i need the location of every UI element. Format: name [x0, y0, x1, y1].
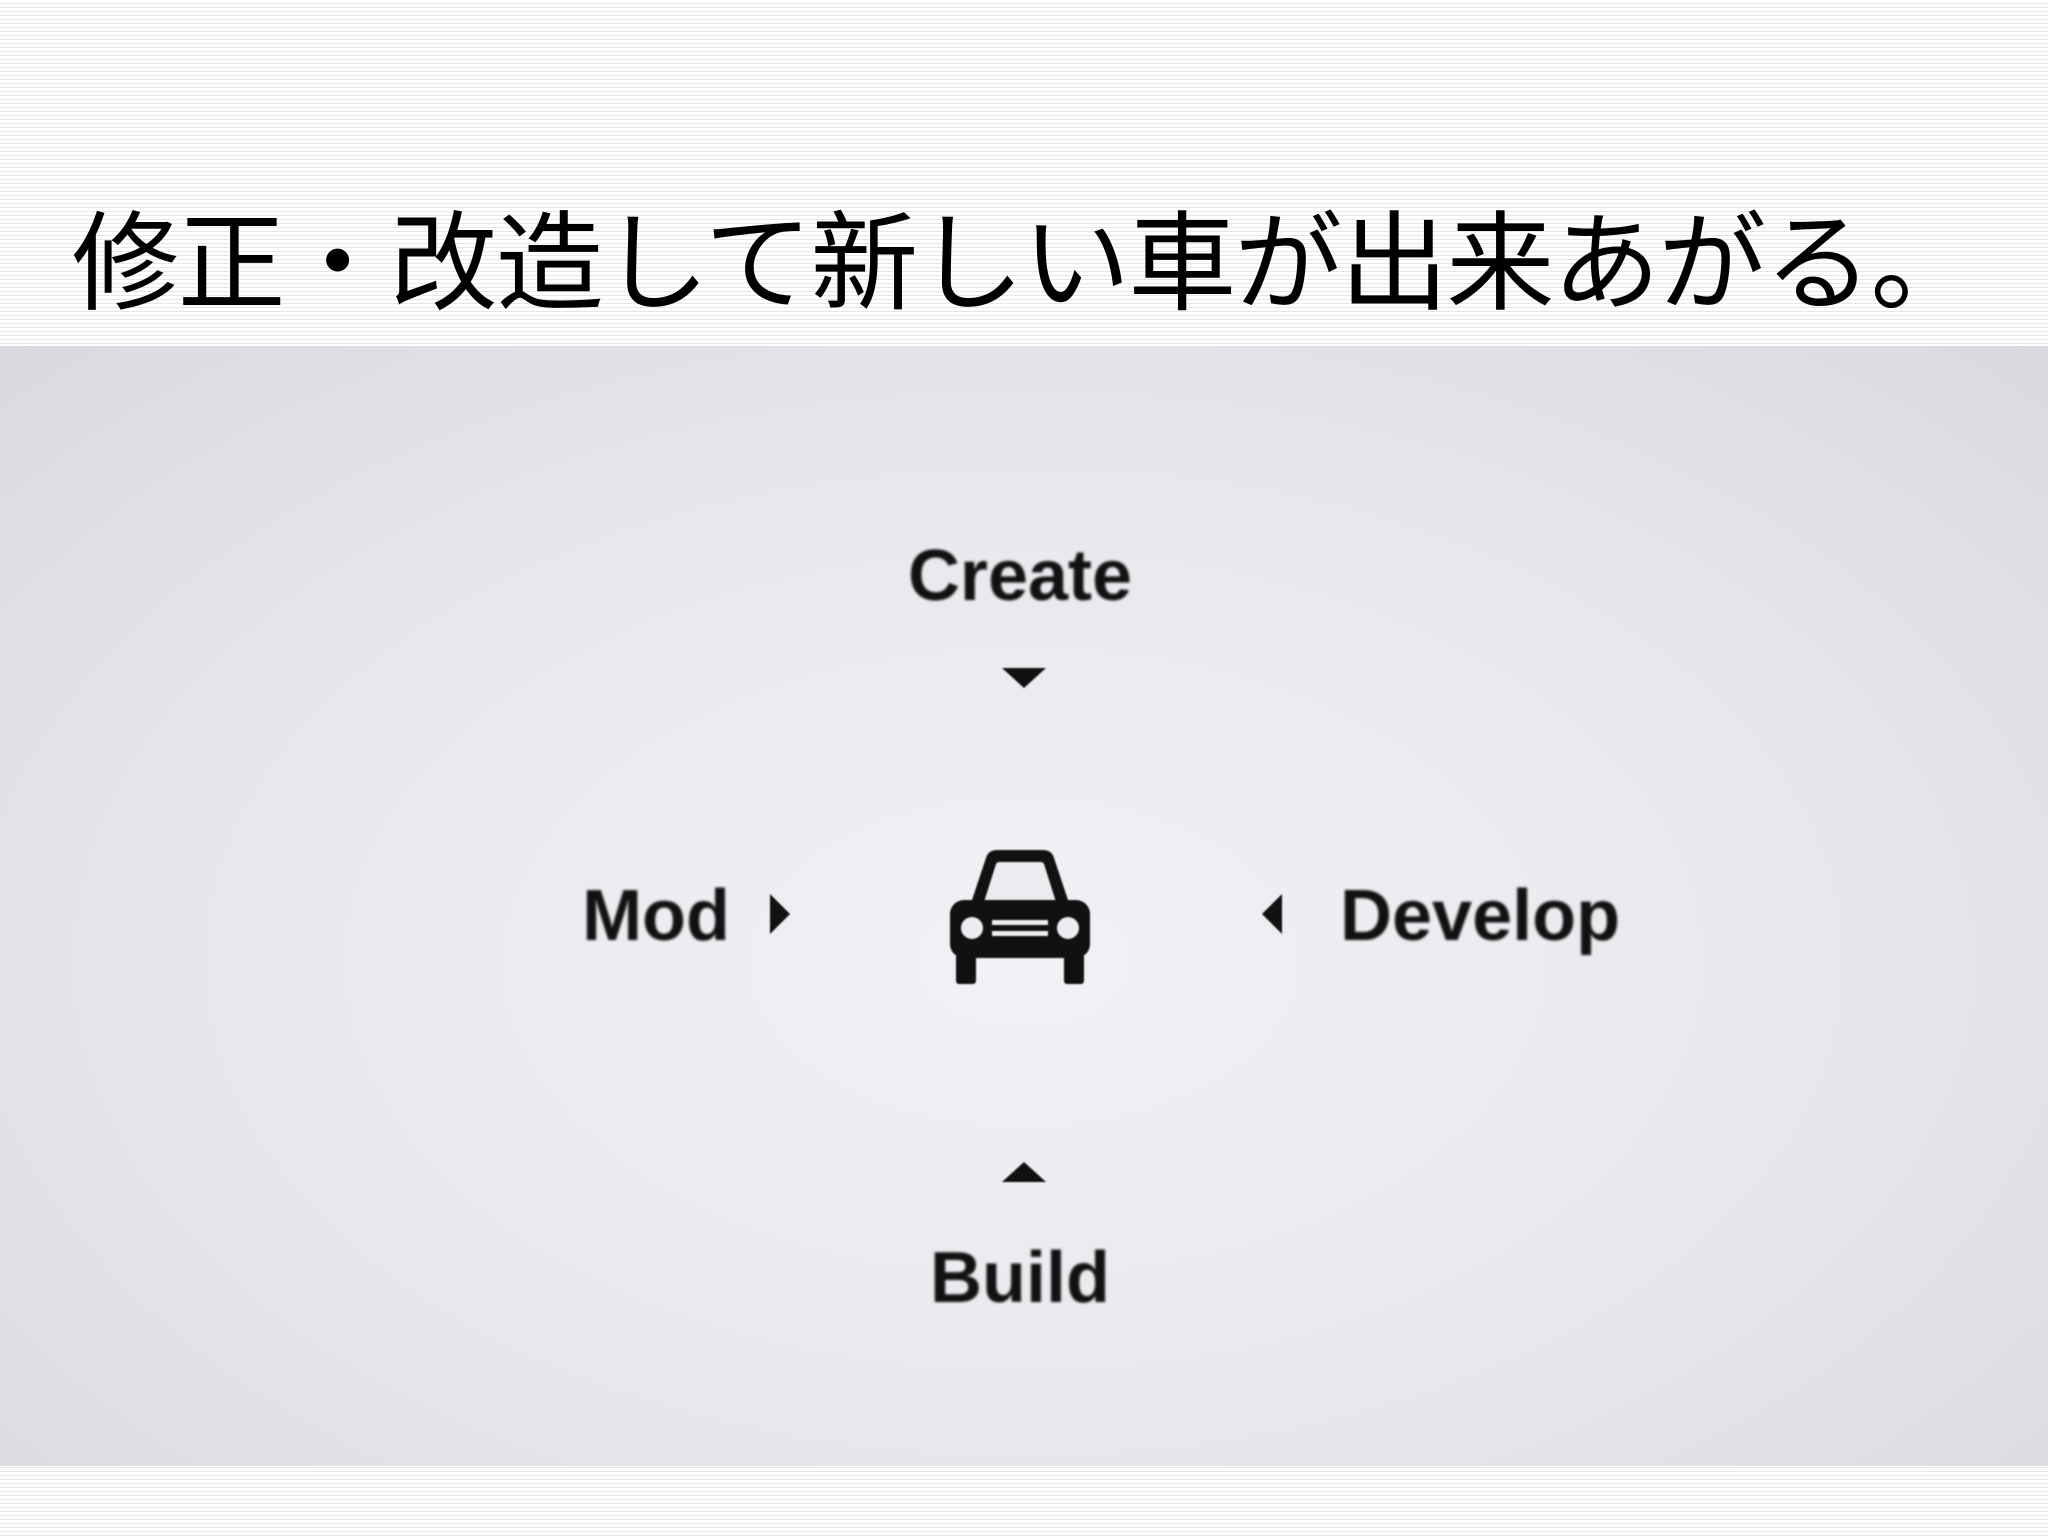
arrow-down-icon: [1002, 668, 1046, 688]
build-label: Build: [930, 1238, 1110, 1318]
diagram-panel: Create Mod Develop Build: [0, 346, 2048, 1466]
develop-label: Develop: [1340, 876, 1621, 956]
arrow-up-icon: [1002, 1162, 1046, 1182]
arrow-right-icon: [770, 894, 790, 934]
create-label: Create: [907, 536, 1133, 616]
car-icon: [950, 850, 1090, 984]
mod-label: Mod: [582, 876, 730, 956]
slide-title: 修正・改造して新しい車が出来あがる。: [71, 202, 1979, 327]
arrow-left-icon: [1262, 894, 1282, 934]
